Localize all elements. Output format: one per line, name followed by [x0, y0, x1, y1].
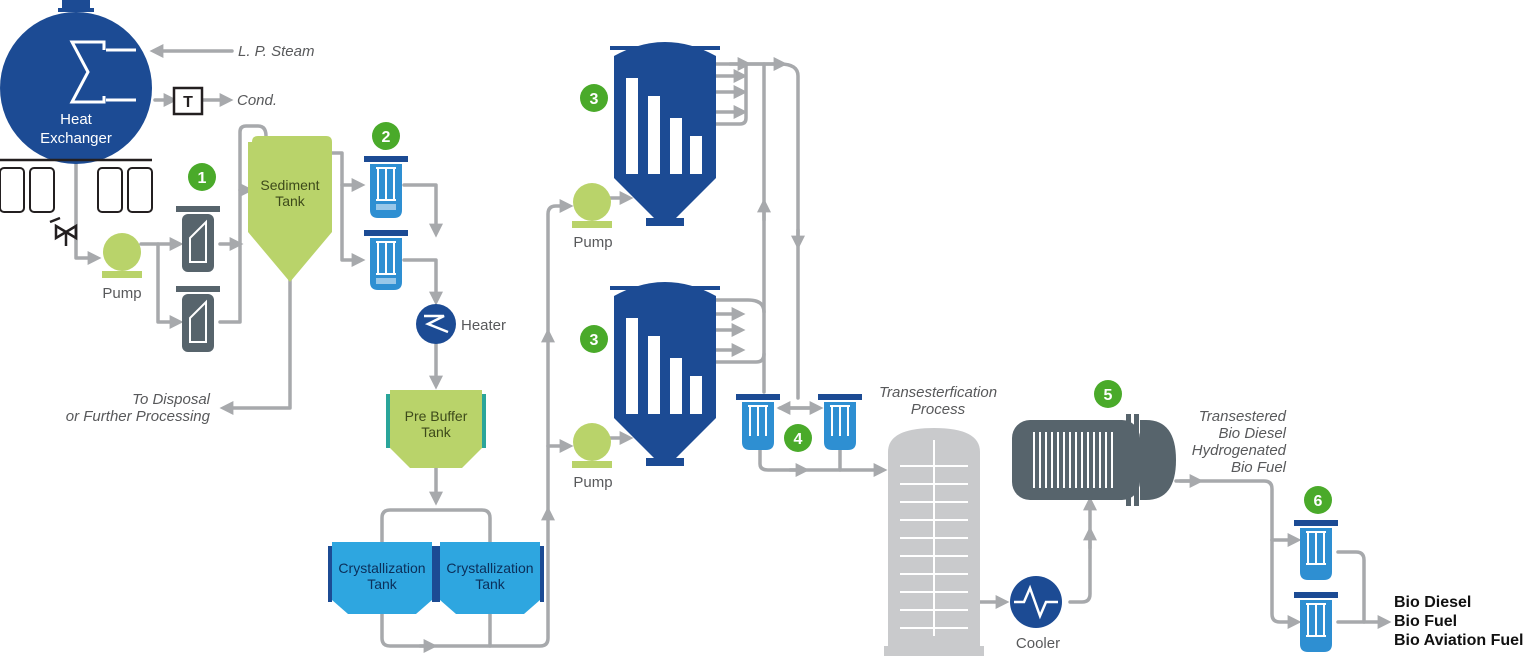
step-badge: 4: [784, 424, 812, 452]
sediment-label-2: Tank: [275, 193, 306, 209]
pre-buffer-label-2: Tank: [421, 424, 452, 440]
disposal-label-2: or Further Processing: [66, 408, 211, 425]
product-label-2: Bio Diesel: [1218, 425, 1286, 442]
svg-text:3: 3: [590, 91, 599, 108]
filter-6a: [1294, 520, 1338, 580]
cooler-label: Cooler: [1016, 635, 1060, 652]
support-block: [97, 167, 123, 213]
svg-text:4: 4: [794, 431, 803, 448]
heater: Heater: [416, 304, 506, 344]
pipe-to-filter6b: [1270, 538, 1302, 629]
pre-buffer-label-1: Pre Buffer: [405, 408, 468, 424]
svg-text:3: 3: [590, 332, 599, 349]
pipe-ru-collect: [708, 62, 748, 126]
pipe-to-pump-upper: [546, 199, 574, 336]
filter-1b: [176, 286, 220, 352]
cooler: Cooler: [1010, 576, 1062, 652]
sigma-icon: [69, 40, 100, 104]
valve-icon[interactable]: [49, 216, 78, 246]
svg-text:5: 5: [1104, 387, 1113, 404]
trap-label: T: [183, 94, 193, 111]
filter-6b: [1294, 592, 1338, 652]
step-badge: 6: [1304, 486, 1332, 514]
filter-2b: [364, 230, 408, 290]
svg-text:6: 6: [1314, 493, 1323, 510]
step-badge: 5: [1094, 380, 1122, 408]
output-label-1: Bio Diesel: [1394, 594, 1471, 611]
washer-b: [818, 394, 862, 450]
pump-3-label: Pump: [573, 474, 612, 491]
pipe-washer-to-transester: [758, 446, 888, 477]
output-label-3: Bio Aviation Fuel: [1394, 632, 1523, 649]
product-label-4: Bio Fuel: [1231, 459, 1287, 476]
cryst-b-label-1: Crystallization: [446, 560, 533, 576]
step-badge: 3: [580, 84, 608, 112]
svg-text:1: 1: [198, 170, 207, 187]
filter-2a: [364, 156, 408, 218]
pipe-filter6a-out: [1336, 550, 1392, 629]
heater-label: Heater: [461, 317, 506, 334]
pipe-to-disposal: [219, 276, 292, 415]
pipe-rl-collect: [708, 314, 766, 364]
cond-label: Cond.: [237, 92, 277, 109]
heat-exchanger: Heat Exchanger: [0, 0, 153, 213]
pipe-cryst-out: [380, 506, 555, 648]
pipe-sediment-to-filter2b: [340, 183, 366, 267]
crystallization-tank-b: Crystallization Tank: [436, 542, 544, 614]
reactor-upper: [610, 42, 720, 226]
heat-exchanger-label-1: Heat: [60, 111, 93, 128]
step-badge: 3: [580, 325, 608, 353]
pipe-filter-to-sediment: [218, 124, 268, 324]
transesterification-column: [884, 428, 984, 656]
sediment-label-1: Sediment: [260, 177, 319, 193]
reactor-lower: [610, 282, 720, 466]
pump-1: Pump: [102, 233, 142, 302]
washer-a: [736, 394, 780, 450]
pipe-product-out: [1174, 479, 1274, 542]
pump-1-label: Pump: [102, 285, 141, 302]
output-label-2: Bio Fuel: [1394, 613, 1457, 630]
pre-buffer-tank: Pre Buffer Tank: [386, 390, 486, 468]
transester-label-1: Transesterfication: [879, 384, 997, 401]
product-label-3: Hydrogenated: [1192, 442, 1287, 459]
pipe-filter2a-out: [402, 183, 443, 238]
support-block: [127, 167, 153, 213]
pipe-ru-right: [744, 62, 766, 394]
support-block: [0, 167, 25, 213]
transester-label-2: Process: [911, 401, 966, 418]
step-badge: 2: [372, 122, 400, 150]
pump-3: Pump: [572, 423, 613, 491]
lp-steam-label: L. P. Steam: [238, 43, 314, 60]
cryst-a-label-1: Crystallization: [338, 560, 425, 576]
cryst-b-label-2: Tank: [475, 576, 506, 592]
svg-text:2: 2: [382, 129, 391, 146]
pump-2-label: Pump: [573, 234, 612, 251]
product-label-1: Transestered: [1199, 408, 1287, 425]
pipe-he-to-pump: [74, 158, 102, 265]
step-badge: 1: [188, 163, 216, 191]
pipe-pump-to-filter-b: [156, 242, 184, 329]
pipe-cryst-split: [380, 508, 492, 544]
cryst-a-label-2: Tank: [367, 576, 398, 592]
support-block: [29, 167, 55, 213]
pump-2: Pump: [572, 183, 613, 251]
pipe-sediment-to-filter2a: [330, 151, 366, 192]
steam-trap: T: [172, 86, 204, 116]
pipe-cooler-out: [1068, 496, 1097, 604]
filter-1a: [176, 206, 220, 272]
hydrotreater: [1012, 414, 1176, 506]
crystallization-tank-a: Crystallization Tank: [328, 542, 436, 614]
sediment-tank: Sediment Tank: [248, 136, 332, 282]
heat-exchanger-label-2: Exchanger: [40, 130, 112, 147]
pipe-filter2b-out: [402, 258, 443, 306]
disposal-label-1: To Disposal: [132, 391, 210, 408]
